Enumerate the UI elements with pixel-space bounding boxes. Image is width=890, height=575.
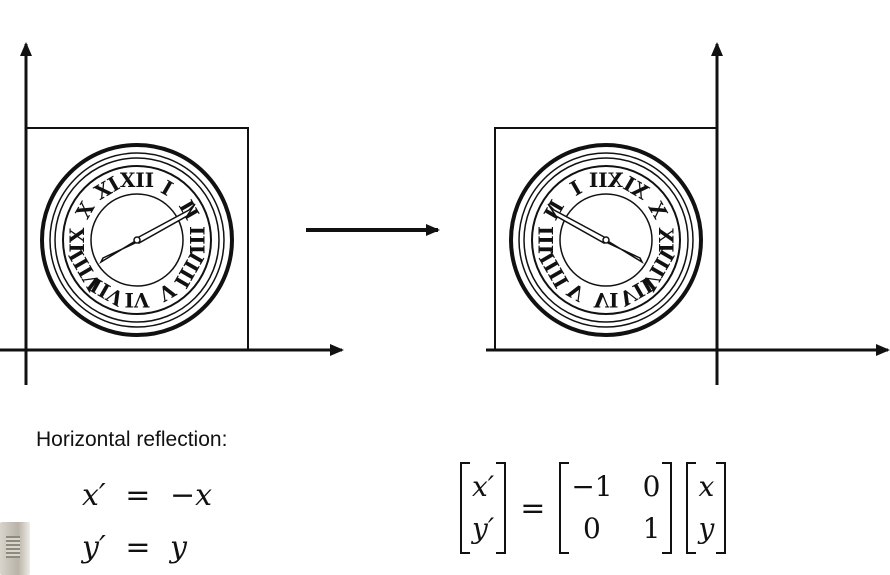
- equation-y: y′ = y: [82, 530, 187, 565]
- eq-y-op: =: [125, 530, 151, 565]
- reflected-clock: XIIIIIIIIIIIIVVIVIIVIIIIXXXI: [509, 143, 703, 337]
- matrix-a21: 0: [583, 512, 601, 545]
- matrix-equation: x′ y′ = −1 0 0 1 x y: [460, 460, 727, 556]
- eq-x-rhs: −x: [169, 478, 213, 513]
- input-y: y: [698, 512, 715, 545]
- clock-numeral: XI: [619, 171, 653, 204]
- clock-numeral: IX: [654, 227, 678, 252]
- output-vector: x′ y′: [460, 462, 507, 554]
- right-box: [494, 127, 718, 351]
- output-y: y′: [472, 512, 495, 545]
- eq-x-op: =: [125, 478, 151, 513]
- reflection-matrix: −1 0 0 1: [559, 462, 673, 554]
- clock-numeral: I: [566, 175, 586, 200]
- original-clock: XIIIIIIIIIIIIVVIVIIVIIIIXXXI: [40, 143, 234, 337]
- equation-x: x′ = −x: [82, 478, 212, 513]
- caption: Horizontal reflection:: [36, 428, 228, 451]
- matrix-equals: =: [520, 490, 546, 526]
- clock-numeral: VI: [125, 288, 151, 312]
- clock-numeral: IIII: [534, 248, 573, 292]
- input-vector: x y: [686, 462, 727, 554]
- presenter-thumbnail: [0, 522, 30, 575]
- clock-numeral: XII: [120, 168, 154, 192]
- clock-numeral: IX: [65, 227, 89, 252]
- output-x: x′: [472, 470, 495, 503]
- matrix-a12: 0: [642, 470, 661, 503]
- clock-numeral: VI: [593, 288, 619, 312]
- left-box: [25, 127, 249, 351]
- input-x: x: [698, 470, 715, 503]
- clock-numeral: IIII: [169, 248, 208, 292]
- matrix-a11: −1: [571, 470, 613, 503]
- clock-numeral: XI: [90, 171, 124, 204]
- eq-y-rhs: y: [170, 530, 187, 565]
- clock-numeral: I: [157, 175, 177, 200]
- eq-y-lhs: y′: [82, 530, 106, 565]
- matrix-a22: 1: [642, 512, 661, 545]
- clock-numeral: XII: [589, 168, 623, 192]
- eq-x-lhs: x′: [82, 478, 106, 513]
- clock-numeral: III: [534, 226, 558, 254]
- left-axes: [0, 42, 344, 385]
- clock-numeral: III: [185, 226, 209, 254]
